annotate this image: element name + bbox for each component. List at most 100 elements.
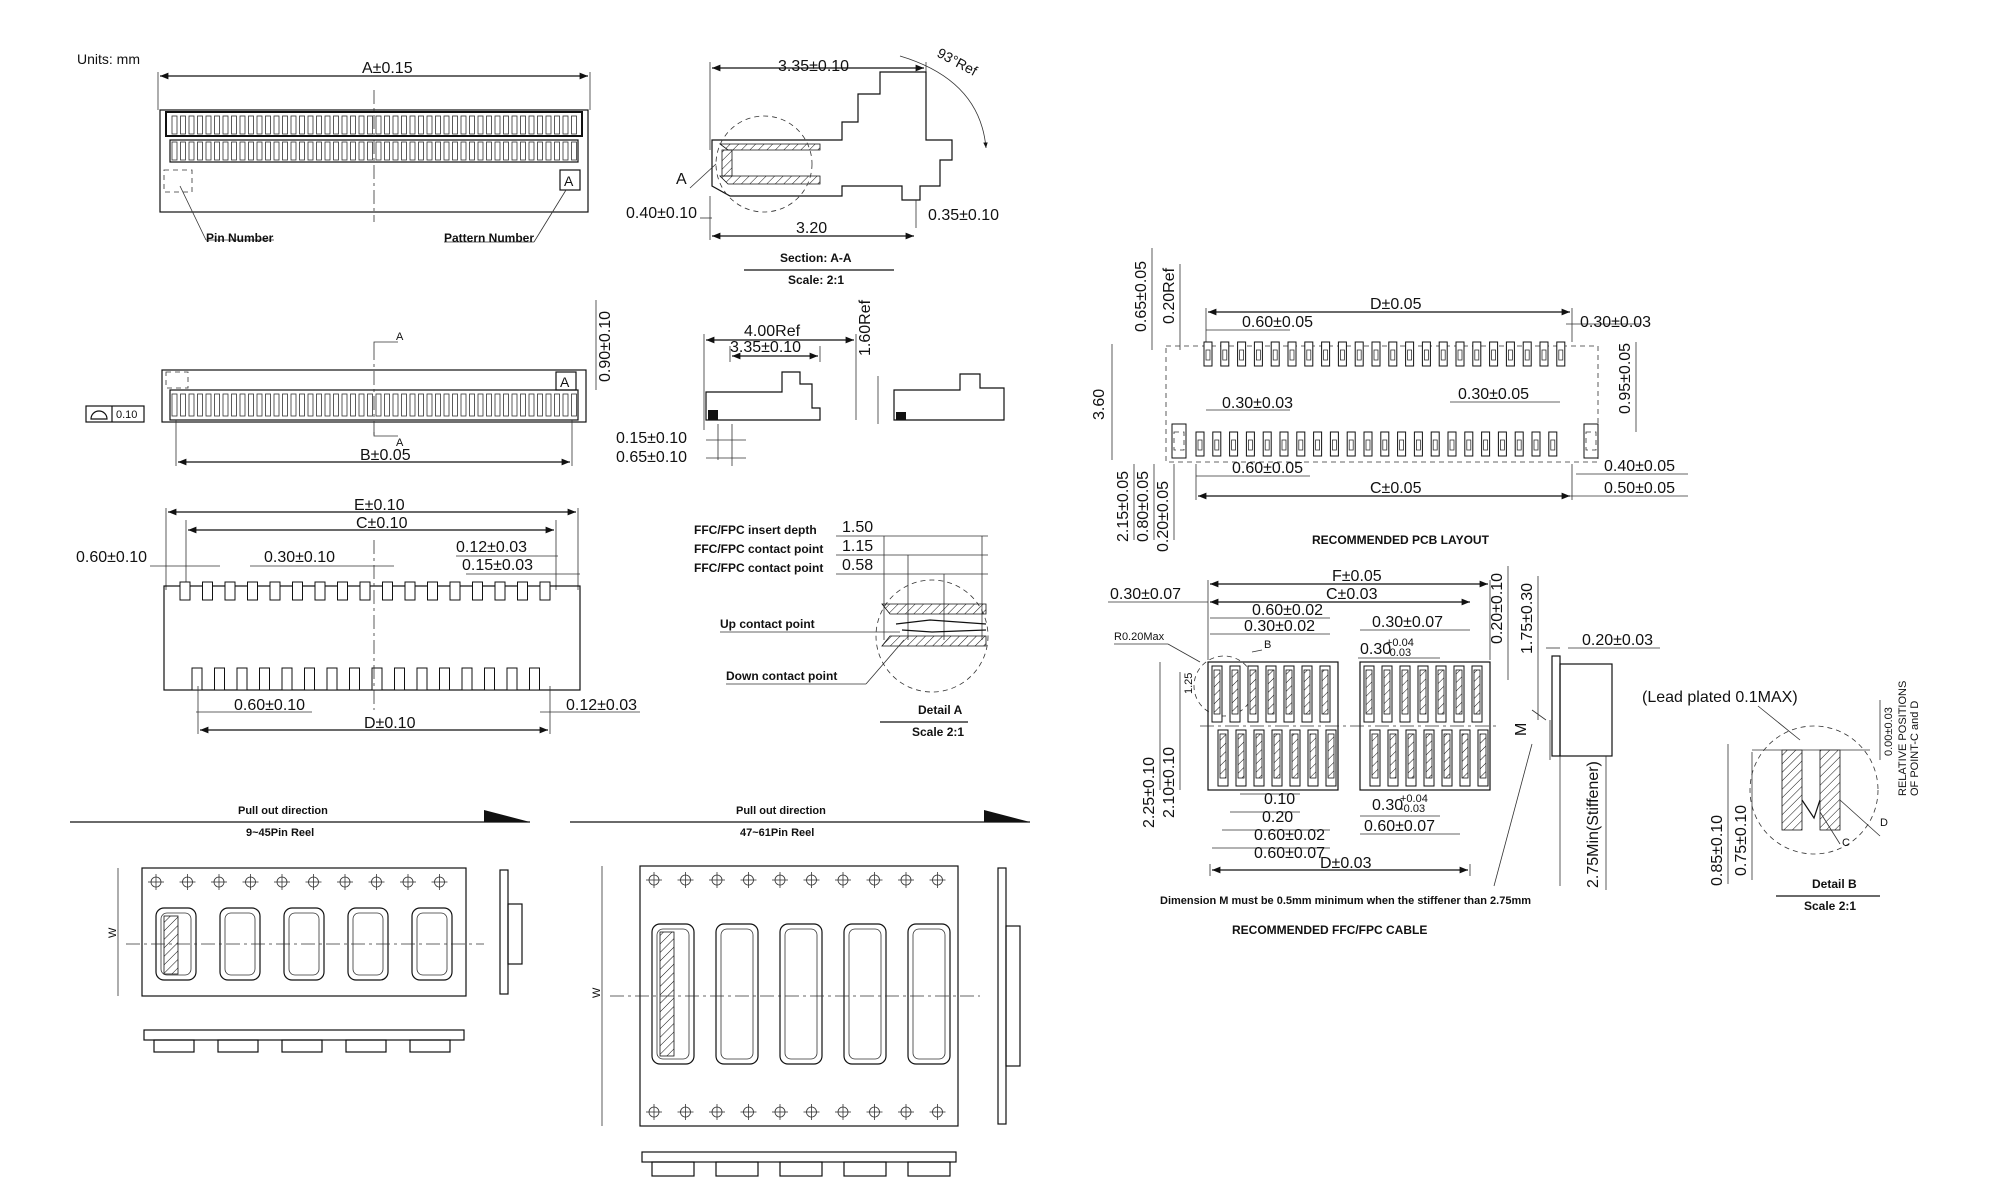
pcb-pad-top	[1354, 341, 1364, 367]
upper-lead	[269, 581, 281, 601]
contact-slot	[324, 115, 331, 135]
contact-slot	[350, 141, 356, 161]
contact-slot	[392, 141, 399, 161]
detail-b-title: Detail B	[1812, 877, 1857, 891]
lower-lead	[236, 667, 248, 691]
section-dim-bottom: 3.20	[796, 220, 827, 237]
section-dim-top: 3.35±0.10	[778, 58, 849, 75]
upper-lead	[292, 581, 303, 601]
top-dim-width: B±0.05	[360, 447, 411, 464]
pcb-pad-bottom	[1548, 431, 1558, 457]
pcb-pad-bottom	[1464, 431, 1474, 457]
pcb-pad-top	[1489, 341, 1499, 367]
contact-slot	[324, 141, 331, 161]
detail-a-val-contact1: 1.15	[842, 538, 873, 555]
pad-inner	[1340, 349, 1345, 361]
contact-slot	[384, 141, 390, 161]
contact-slot	[452, 115, 458, 135]
contact-slot	[443, 141, 450, 161]
ffc-dim-d: D±0.03	[1320, 855, 1372, 872]
contact-slot	[316, 393, 322, 417]
contact-slot	[197, 393, 203, 417]
side-view: 4.00Ref 3.35±0.10 1.60Ref 0.15±0.10 0.65…	[616, 299, 1005, 466]
ffc-dim-030-tol-up: +0.04	[1386, 637, 1414, 649]
ffc-dim-175: 1.75±0.30	[1519, 583, 1536, 654]
reel-large-title: 47~61Pin Reel	[740, 827, 814, 839]
lower-lead	[281, 667, 293, 691]
pocket-inner	[656, 928, 690, 1060]
contact-slot	[367, 115, 373, 135]
finger-plating	[1285, 669, 1293, 715]
section-title: Section: A-A	[780, 251, 852, 265]
pad-inner	[1205, 349, 1211, 361]
contact-slot	[214, 393, 220, 417]
ffc-radius: R0.20Max	[1114, 631, 1165, 643]
contact-slot	[367, 393, 373, 417]
detail-a-label-insert: FFC/FPC insert depth	[694, 523, 817, 537]
contact-slot	[452, 393, 458, 417]
front-view: A±0.15 A Pin Number Pattern Number	[157, 60, 591, 245]
ffc-dim-210: 2.10±0.10	[1161, 747, 1178, 818]
reel-small-direction: Pull out direction	[238, 805, 328, 817]
contact-slot	[180, 141, 186, 161]
pad-inner	[1214, 439, 1220, 451]
tape-pocket	[715, 923, 759, 1065]
pad-inner	[1306, 349, 1312, 361]
finger-plating	[1371, 733, 1379, 779]
contact-slot	[197, 115, 203, 135]
contact-slot	[248, 141, 254, 161]
contact-slot	[350, 393, 356, 417]
contact-slot	[494, 115, 501, 135]
bottom-dim-d: D±0.10	[364, 715, 416, 732]
pcb-dim-030-mid-right: 0.30±0.05	[1458, 386, 1529, 403]
pad-inner	[1533, 439, 1539, 451]
ffc-dim-275: 2.75Min(Stiffener)	[1585, 761, 1602, 888]
detail-b-letter-c: C	[1842, 837, 1850, 849]
upper-lead	[494, 581, 506, 601]
pcb-pad-top	[1438, 341, 1448, 367]
pocket-side	[409, 1039, 451, 1053]
pocket-side	[153, 1039, 195, 1053]
pad-inner	[1332, 439, 1337, 451]
reel-large: Pull out direction 47~61Pin Reel W	[570, 805, 1030, 1177]
lower-lead	[529, 667, 540, 691]
pad-inner	[1541, 349, 1547, 361]
contact-slot	[443, 115, 450, 135]
bottom-dim-pitch: 0.30±0.10	[264, 549, 335, 566]
contact-slot	[341, 393, 348, 417]
contact-slot	[571, 393, 577, 417]
contact-slot	[520, 393, 526, 417]
contact-slot	[545, 141, 552, 161]
finger-plating	[1365, 669, 1373, 715]
contact-slot	[333, 393, 339, 417]
detail-a-title: Detail A	[918, 703, 963, 717]
contact-slot	[528, 141, 535, 161]
detail-b-relative-1: RELATIVE POSITIONS	[1897, 681, 1909, 796]
bottom-dim-lower-pitch: 0.60±0.10	[234, 697, 305, 714]
pad-inner	[1289, 349, 1295, 361]
contact-slot	[324, 393, 331, 417]
section-letter-a: A	[676, 171, 687, 188]
finger-plating	[1389, 733, 1397, 779]
finger-plating	[1443, 733, 1451, 779]
contact-slot	[222, 393, 229, 417]
pcb-pad-bottom	[1430, 431, 1440, 457]
pcb-pad-bottom	[1296, 431, 1306, 457]
pad-inner	[1524, 349, 1530, 361]
detail-a-val-contact2: 0.58	[842, 557, 873, 574]
section-dim-left: 0.40±0.10	[626, 205, 697, 222]
finger-plating	[1249, 669, 1257, 715]
pcb-pad-bottom	[1313, 431, 1323, 457]
contact-slot	[375, 393, 382, 417]
ffc-dim-030-tol-main: 0.30	[1360, 641, 1391, 658]
contact-slot	[375, 115, 382, 135]
pad-inner	[1483, 439, 1488, 451]
reel-large-w: W	[591, 987, 603, 998]
contact-slot	[418, 393, 424, 417]
contact-slot	[528, 393, 535, 417]
front-pattern-number-label: Pattern Number	[444, 231, 534, 245]
pcb-pad-bottom	[1279, 431, 1289, 457]
finger-plating	[1419, 669, 1427, 715]
pocket-inner	[784, 928, 818, 1060]
detail-a-label-contact2: FFC/FPC contact point	[694, 561, 823, 575]
